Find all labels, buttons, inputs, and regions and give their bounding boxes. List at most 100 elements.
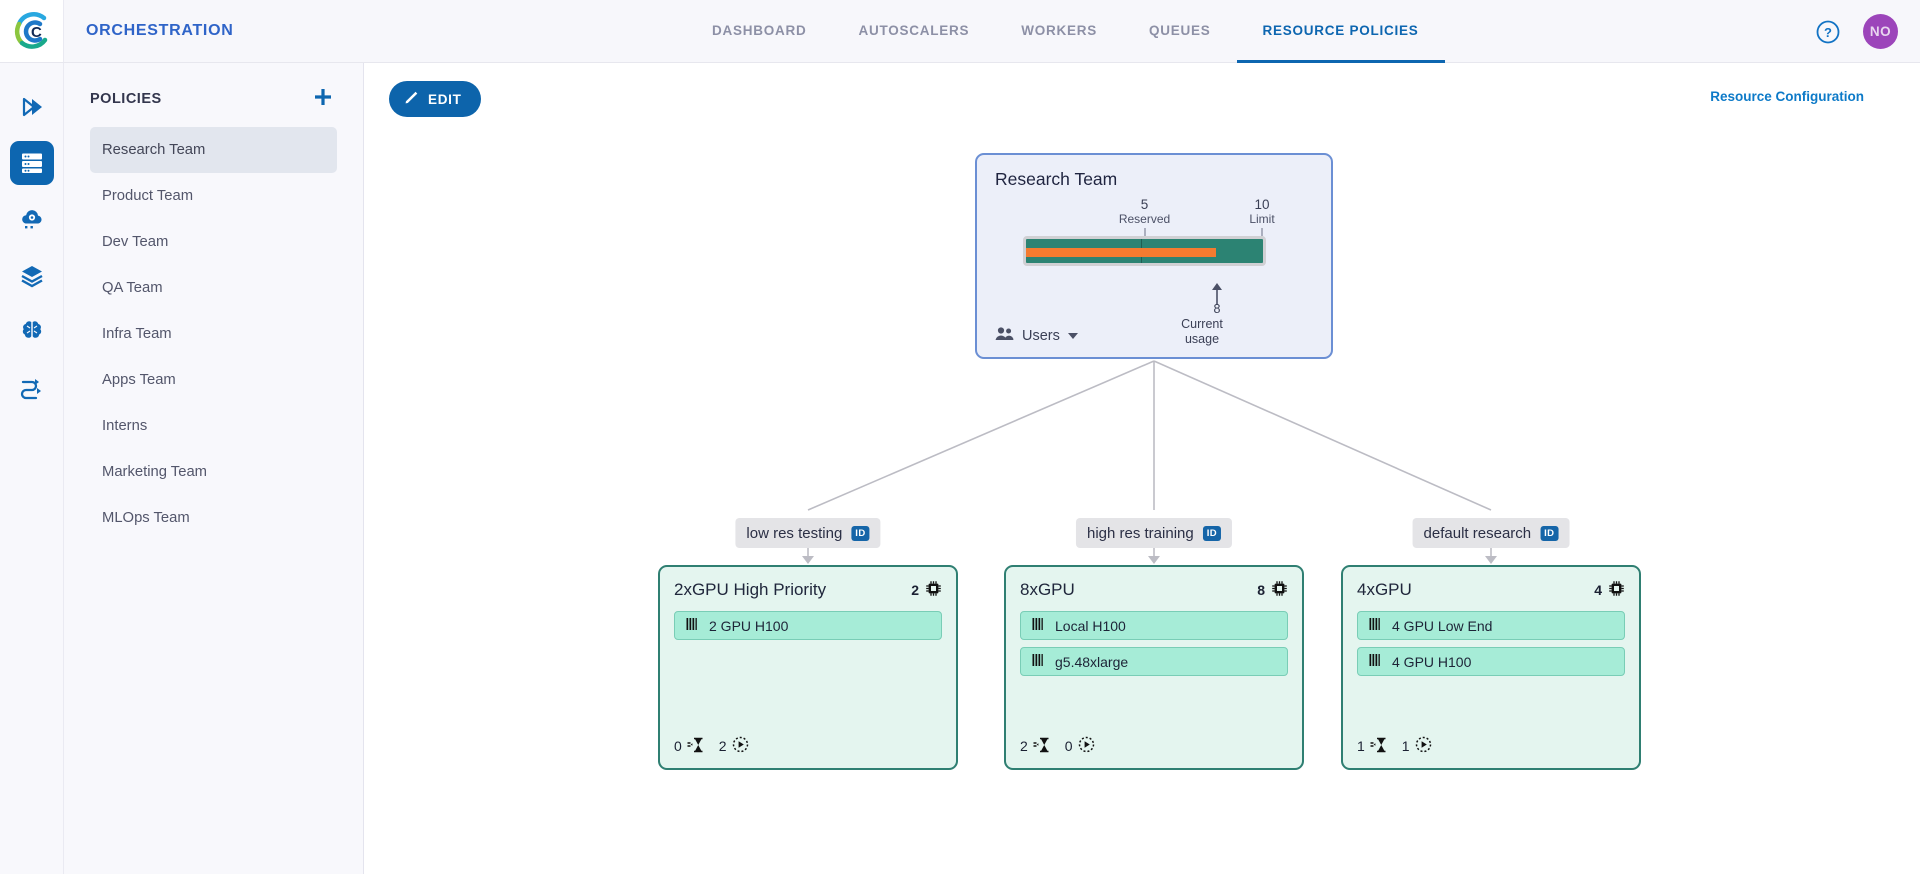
queue-chip-high-res-training[interactable]: high res training ID bbox=[1075, 518, 1233, 548]
edit-button-label: EDIT bbox=[428, 91, 462, 107]
server-rack-icon bbox=[19, 150, 45, 176]
app-title: ORCHESTRATION bbox=[86, 22, 234, 39]
sidebar-item-mlops-team[interactable]: MLOps Team bbox=[90, 495, 337, 541]
resource-item[interactable]: 2 GPU H100 bbox=[674, 611, 942, 640]
policy-label: Infra Team bbox=[102, 326, 172, 342]
layers-icon bbox=[19, 262, 45, 288]
cpu-chip-icon bbox=[925, 580, 942, 600]
resource-card-8xgpu[interactable]: 8xGPU 8 bbox=[1004, 565, 1304, 770]
play-dashed-icon bbox=[1415, 736, 1432, 756]
help-circle-icon[interactable]: ? bbox=[1815, 19, 1841, 45]
resource-card-stats: 1 1 bbox=[1357, 736, 1432, 756]
resource-item-label: 4 GPU H100 bbox=[1392, 653, 1472, 670]
gauge-reserved-value: 5 bbox=[1140, 197, 1149, 212]
resource-item[interactable]: Local H100 bbox=[1020, 611, 1288, 640]
resource-card-title: 4xGPU bbox=[1357, 580, 1412, 599]
policy-graph: Research Team 5 Reserved 10 Limit bbox=[365, 63, 1920, 874]
resource-item[interactable]: 4 GPU Low End bbox=[1357, 611, 1625, 640]
policy-label: Dev Team bbox=[102, 234, 169, 250]
tab-workers[interactable]: WORKERS bbox=[1021, 22, 1098, 38]
tab-resource-policies[interactable]: RESOURCE POLICIES bbox=[1236, 0, 1445, 63]
policy-label: Product Team bbox=[102, 188, 194, 204]
queue-chip-default-research[interactable]: default research ID bbox=[1412, 518, 1570, 548]
running-count: 1 bbox=[1401, 738, 1410, 754]
brain-icon bbox=[19, 318, 45, 344]
queue-label: default research bbox=[1423, 524, 1532, 542]
sidebar-item-infra-team[interactable]: Infra Team bbox=[90, 311, 337, 357]
tab-queues[interactable]: QUEUES bbox=[1149, 22, 1211, 38]
gauge-tick-limit bbox=[1261, 228, 1263, 236]
main-nav-tabs: DASHBOARD AUTOSCALERS WORKERS QUEUES RES… bbox=[686, 0, 1445, 63]
cpu-chip-icon bbox=[1271, 580, 1288, 600]
play-dashed-icon bbox=[732, 736, 749, 756]
rail-item-cloud-gear[interactable] bbox=[10, 197, 54, 241]
rail-item-brain[interactable] bbox=[10, 309, 54, 353]
queue-label: high res training bbox=[1086, 524, 1194, 542]
sidebar-item-marketing-team[interactable]: Marketing Team bbox=[90, 449, 337, 495]
cloud-gear-icon bbox=[19, 206, 45, 232]
resource-item-label: 2 GPU H100 bbox=[709, 617, 789, 634]
pending-count: 1 bbox=[1357, 738, 1365, 754]
pending-count: 2 bbox=[1020, 738, 1028, 754]
resource-gpu-count: 4 bbox=[1594, 580, 1625, 600]
rail-item-double-chevron[interactable] bbox=[10, 85, 54, 129]
avatar[interactable]: NO bbox=[1863, 14, 1898, 49]
resource-card-header: 2xGPU High Priority 2 bbox=[674, 580, 942, 600]
bars-icon bbox=[1369, 653, 1382, 670]
resource-item[interactable]: g5.48xlarge bbox=[1020, 647, 1288, 676]
app-logo[interactable]: C bbox=[0, 0, 64, 62]
policy-label: Research Team bbox=[102, 142, 206, 158]
tab-dashboard[interactable]: DASHBOARD bbox=[712, 22, 807, 38]
gauge-limit-value: 10 bbox=[1254, 197, 1270, 212]
hourglass-icon bbox=[1033, 737, 1050, 756]
queue-id-badge: ID bbox=[851, 525, 870, 541]
edit-button[interactable]: EDIT bbox=[389, 81, 481, 117]
resource-item-label: Local H100 bbox=[1055, 617, 1126, 634]
running-stat: 2 bbox=[719, 736, 749, 756]
queue-chip-low-res-testing[interactable]: low res testing ID bbox=[735, 518, 881, 548]
gpu-count-value: 4 bbox=[1594, 582, 1602, 598]
gauge-reserved-label: 5 Reserved bbox=[1118, 197, 1171, 227]
pending-stat: 2 bbox=[1020, 737, 1050, 756]
sidebar-item-qa-team[interactable]: QA Team bbox=[90, 265, 337, 311]
resource-card-title: 2xGPU High Priority bbox=[674, 580, 827, 599]
sidebar-item-research-team[interactable]: Research Team bbox=[90, 127, 337, 173]
users-dropdown[interactable]: Users bbox=[995, 326, 1078, 345]
bars-icon bbox=[1032, 617, 1045, 634]
gauge-bar bbox=[1023, 236, 1266, 266]
tab-autoscalers[interactable]: AUTOSCALERS bbox=[858, 22, 970, 38]
add-policy-button[interactable] bbox=[309, 85, 337, 113]
resource-configuration-link[interactable]: Resource Configuration bbox=[1710, 89, 1864, 104]
resource-card-2xgpu-high-priority[interactable]: 2xGPU High Priority 2 bbox=[658, 565, 958, 770]
gauge-current-usage-value: 8 bbox=[1213, 302, 1221, 316]
rail-item-layers[interactable] bbox=[10, 253, 54, 297]
pencil-icon bbox=[404, 90, 419, 108]
resource-card-header: 4xGPU 4 bbox=[1357, 580, 1625, 600]
queue-id-badge: ID bbox=[1540, 525, 1559, 541]
sidebar-item-apps-team[interactable]: Apps Team bbox=[90, 357, 337, 403]
rail-item-workflow[interactable] bbox=[10, 365, 54, 409]
running-count: 0 bbox=[1064, 738, 1073, 754]
left-icon-rail bbox=[0, 63, 64, 874]
svg-text:C: C bbox=[31, 24, 42, 41]
policies-header: POLICIES bbox=[90, 85, 337, 113]
resource-card-header: 8xGPU 8 bbox=[1020, 580, 1288, 600]
rail-item-server-rack[interactable] bbox=[9, 141, 54, 185]
root-policy-card[interactable]: Research Team 5 Reserved 10 Limit bbox=[975, 153, 1333, 359]
sidebar-item-interns[interactable]: Interns bbox=[90, 403, 337, 449]
svg-text:?: ? bbox=[1824, 25, 1832, 40]
resource-item[interactable]: 4 GPU H100 bbox=[1357, 647, 1625, 676]
resource-card-4xgpu[interactable]: 4xGPU 4 bbox=[1341, 565, 1641, 770]
policies-title: POLICIES bbox=[90, 91, 162, 107]
top-bar: C ORCHESTRATION DASHBOARD AUTOSCALERS WO… bbox=[0, 0, 1920, 63]
policies-sidebar: POLICIES Research Team Product Team Dev … bbox=[64, 63, 364, 874]
sidebar-item-product-team[interactable]: Product Team bbox=[90, 173, 337, 219]
gauge-limit-label: 10 Limit bbox=[1249, 197, 1275, 227]
plus-icon bbox=[312, 86, 334, 113]
resource-gpu-count: 2 bbox=[911, 580, 942, 600]
pending-count: 0 bbox=[674, 738, 682, 754]
pending-stat: 1 bbox=[1357, 737, 1387, 756]
sidebar-item-dev-team[interactable]: Dev Team bbox=[90, 219, 337, 265]
policy-label: Marketing Team bbox=[102, 464, 207, 480]
resource-gpu-count: 8 bbox=[1257, 580, 1288, 600]
